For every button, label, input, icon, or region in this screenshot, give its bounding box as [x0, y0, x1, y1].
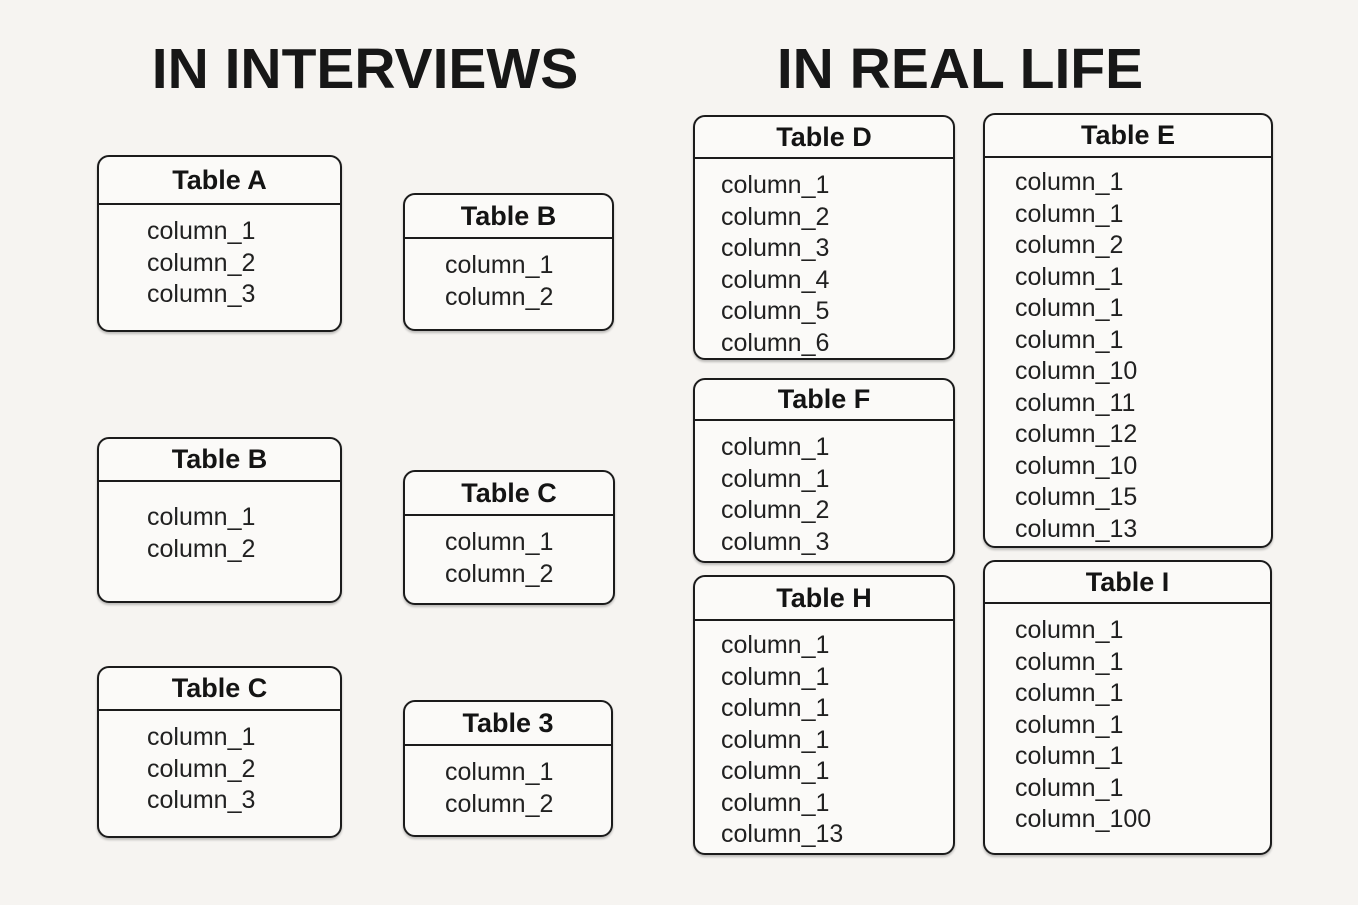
column-row: column_10	[1015, 451, 1138, 480]
column-row: column_2	[147, 534, 256, 563]
db-table-title: Table C	[405, 472, 613, 516]
db-table-columns: column_1 column_1 column_2 column_3	[695, 421, 953, 558]
column-row: column_10	[1015, 357, 1138, 385]
column-row: column_1	[1015, 168, 1124, 196]
column-row: column_1	[1015, 294, 1124, 322]
column-row: column_3	[721, 527, 830, 556]
column-row: column_1	[147, 723, 256, 751]
db-table-table-b-mid: Table B column_1 column_2	[97, 437, 342, 603]
db-table-columns: column_1 column_2 column_3 column_4 column_5…	[695, 159, 953, 359]
column-row: column_1	[147, 217, 256, 245]
db-table-columns: column_1 column_1 column_2 column_1 column_1…	[985, 158, 1271, 545]
column-row: column_1	[445, 758, 554, 786]
db-table-title: Table B	[99, 439, 340, 482]
right-section-title: IN REAL LIFE	[776, 37, 1144, 101]
column-row: column_13	[721, 820, 844, 848]
column-row: column_2	[147, 248, 256, 277]
column-row: column_1	[1015, 199, 1124, 228]
column-row: column_11	[1015, 388, 1136, 417]
column-row: column_1	[147, 503, 256, 531]
column-row: column_13	[1015, 514, 1138, 543]
db-table-columns: column_1 column_1 column_1 column_1 column_1…	[695, 621, 953, 851]
column-row: column_1	[1015, 710, 1124, 739]
db-table-columns: column_1 column_1 column_1 column_1 column_1…	[985, 604, 1270, 836]
db-table-table-d: Table D column_1 column_2 column_3 column_4…	[693, 115, 955, 360]
db-table-title: Table H	[695, 577, 953, 621]
column-row: column_1	[1015, 262, 1124, 291]
db-table-table-c-mid: Table C column_1 column_2	[403, 470, 615, 605]
column-row: column_2	[445, 789, 554, 818]
db-table-columns: column_1 column_2	[405, 239, 612, 313]
column-row: column_1	[1015, 616, 1124, 644]
column-row: column_1	[1015, 742, 1124, 770]
db-table-title: Table D	[695, 117, 953, 159]
column-row: column_1	[721, 433, 830, 461]
column-row: column_1	[721, 725, 830, 754]
column-row: column_2	[445, 282, 554, 311]
column-row: column_1	[1015, 325, 1124, 354]
db-table-columns: column_1 column_2	[405, 746, 611, 820]
column-row: column_2	[721, 496, 830, 524]
column-row: column_2	[721, 202, 830, 231]
column-row: column_1	[721, 171, 830, 199]
column-row: column_4	[721, 265, 830, 294]
db-table-table-c-bottom: Table C column_1 column_2 column_3	[97, 666, 342, 838]
column-row: column_2	[1015, 231, 1124, 259]
column-row: column_1	[721, 631, 830, 659]
column-row: column_100	[1015, 805, 1152, 833]
left-section-title: IN INTERVIEWS	[151, 37, 579, 101]
column-row: column_1	[721, 788, 830, 817]
column-row: column_2	[147, 754, 256, 783]
column-row: column_1	[1015, 647, 1124, 676]
column-row: column_3	[721, 234, 830, 262]
column-row: column_2	[445, 559, 554, 588]
db-table-table-a: Table A column_1 column_2 column_3	[97, 155, 342, 332]
column-row: column_12	[1015, 420, 1138, 448]
column-row: column_5	[721, 297, 830, 325]
db-table-title: Table C	[99, 668, 340, 711]
db-table-title: Table E	[985, 115, 1271, 158]
db-table-title: Table A	[99, 157, 340, 205]
column-row: column_15	[1015, 483, 1138, 511]
db-table-columns: column_1 column_2 column_3	[99, 205, 340, 311]
column-row: column_1	[445, 251, 554, 279]
column-row: column_1	[721, 662, 830, 691]
db-table-title: Table F	[695, 380, 953, 421]
db-table-columns: column_1 column_2	[99, 482, 340, 565]
db-table-table-f: Table F column_1 column_1 column_2 column_3	[693, 378, 955, 563]
column-row: column_1	[721, 757, 830, 785]
column-row: column_1	[721, 694, 830, 722]
db-table-columns: column_1 column_2	[405, 516, 613, 590]
column-row: column_1	[1015, 679, 1124, 707]
db-table-title: Table B	[405, 195, 612, 239]
db-table-columns: column_1 column_2 column_3	[99, 711, 340, 817]
column-row: column_6	[721, 328, 830, 357]
column-row: column_1	[1015, 773, 1124, 802]
db-table-title: Table I	[985, 562, 1270, 604]
db-table-table-3: Table 3 column_1 column_2	[403, 700, 613, 837]
db-table-table-b-top: Table B column_1 column_2	[403, 193, 614, 331]
db-table-title: Table 3	[405, 702, 611, 746]
column-row: column_1	[721, 464, 830, 493]
column-row: column_3	[147, 280, 256, 308]
column-row: column_1	[445, 528, 554, 556]
column-row: column_3	[147, 786, 256, 814]
